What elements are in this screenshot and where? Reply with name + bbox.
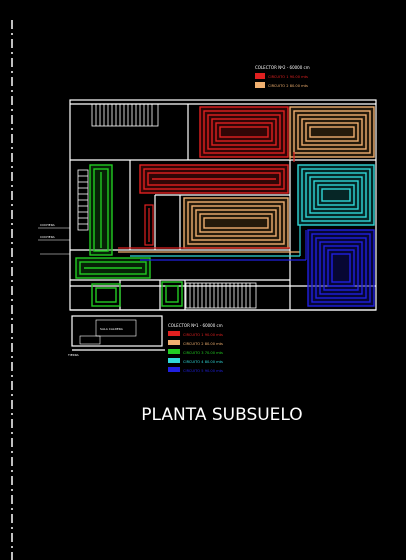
circuit-orange-top [289,106,375,158]
legend-bottom-entry-2: CIRCUITO 2 80.00 mts [183,342,223,346]
circuit-cyan [297,164,375,226]
circuit-red-small [144,204,154,246]
legend-bottom-header: COLECTOR Nº1 - 60000 cm [168,323,223,328]
stairs-left [77,169,89,231]
legend-top-entry-1: CIRCUITO 1 90.00 mts [268,75,308,79]
bottom-left-label: TIERRA [67,353,80,357]
legend-top-swatches [255,73,265,88]
stairs-top [91,103,159,127]
legend-bottom-entry-1: CIRCUITO 1 90.00 mts [183,333,223,337]
building-walls [69,99,377,351]
circuit-red-top [199,106,289,158]
side-tags [38,227,70,255]
circuit-orange-middle [183,197,289,249]
stairs-bottom [185,282,257,309]
circuit-green [75,164,183,307]
plan-title: PLANTA SUBSUELO [141,405,302,425]
equipment-box [79,335,101,345]
supply-lines [118,152,307,261]
circuit-red-middle [139,164,289,194]
legend-top-entry-2: CIRCUITO 2 80.00 mts [268,84,308,88]
sala-caldera-box [95,319,137,337]
legend-top-header: COLECTOR Nº2 - 60000 cm [255,65,310,70]
side-label-1: COCHERA [40,223,56,227]
circuit-blue [307,229,375,307]
side-label-2: COCHERA [40,235,56,239]
legend-bottom-entry-4: CIRCUITO 4 80.00 mts [183,360,223,364]
legend-bottom-entry-3: CIRCUITO 3 70.00 mts [183,351,223,355]
legend-bottom-swatches [168,331,180,372]
legend-bottom-entry-5: CIRCUITO 5 90.00 mts [183,369,223,373]
sala-caldera-label: SALA CALDERA [100,327,124,331]
